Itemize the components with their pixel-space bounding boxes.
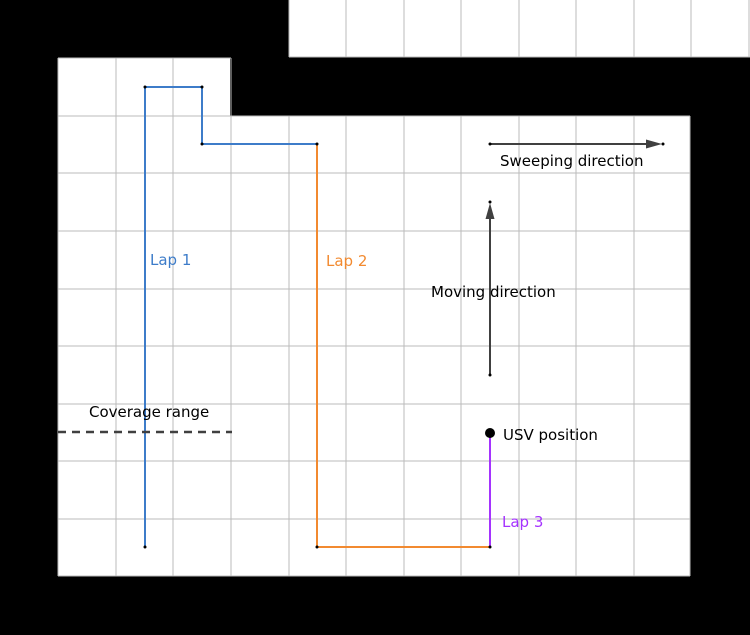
path-vertices (143, 85, 492, 549)
moving-direction-arrow (485, 200, 495, 377)
lap2-label: Lap 2 (326, 252, 367, 270)
vertex-dot (315, 142, 319, 146)
coverage-range-label: Coverage range (89, 403, 209, 421)
lap3-label: Lap 3 (502, 513, 543, 531)
grid-lines (57, 0, 750, 577)
usv-position-label: USV position (503, 426, 598, 444)
vertex-dot (200, 142, 204, 146)
vertex-dot (143, 85, 147, 89)
vertex-dot (200, 85, 204, 89)
vertex-dot (315, 545, 319, 549)
vertex-dot (488, 545, 492, 549)
sweeping-direction-arrow (488, 139, 665, 149)
moving-direction-label: Moving direction (431, 283, 556, 301)
lap1-label: Lap 1 (150, 251, 191, 269)
vertex-dot (143, 545, 147, 549)
sweeping-direction-label: Sweeping direction (500, 152, 643, 170)
usv-position-marker (485, 428, 495, 438)
